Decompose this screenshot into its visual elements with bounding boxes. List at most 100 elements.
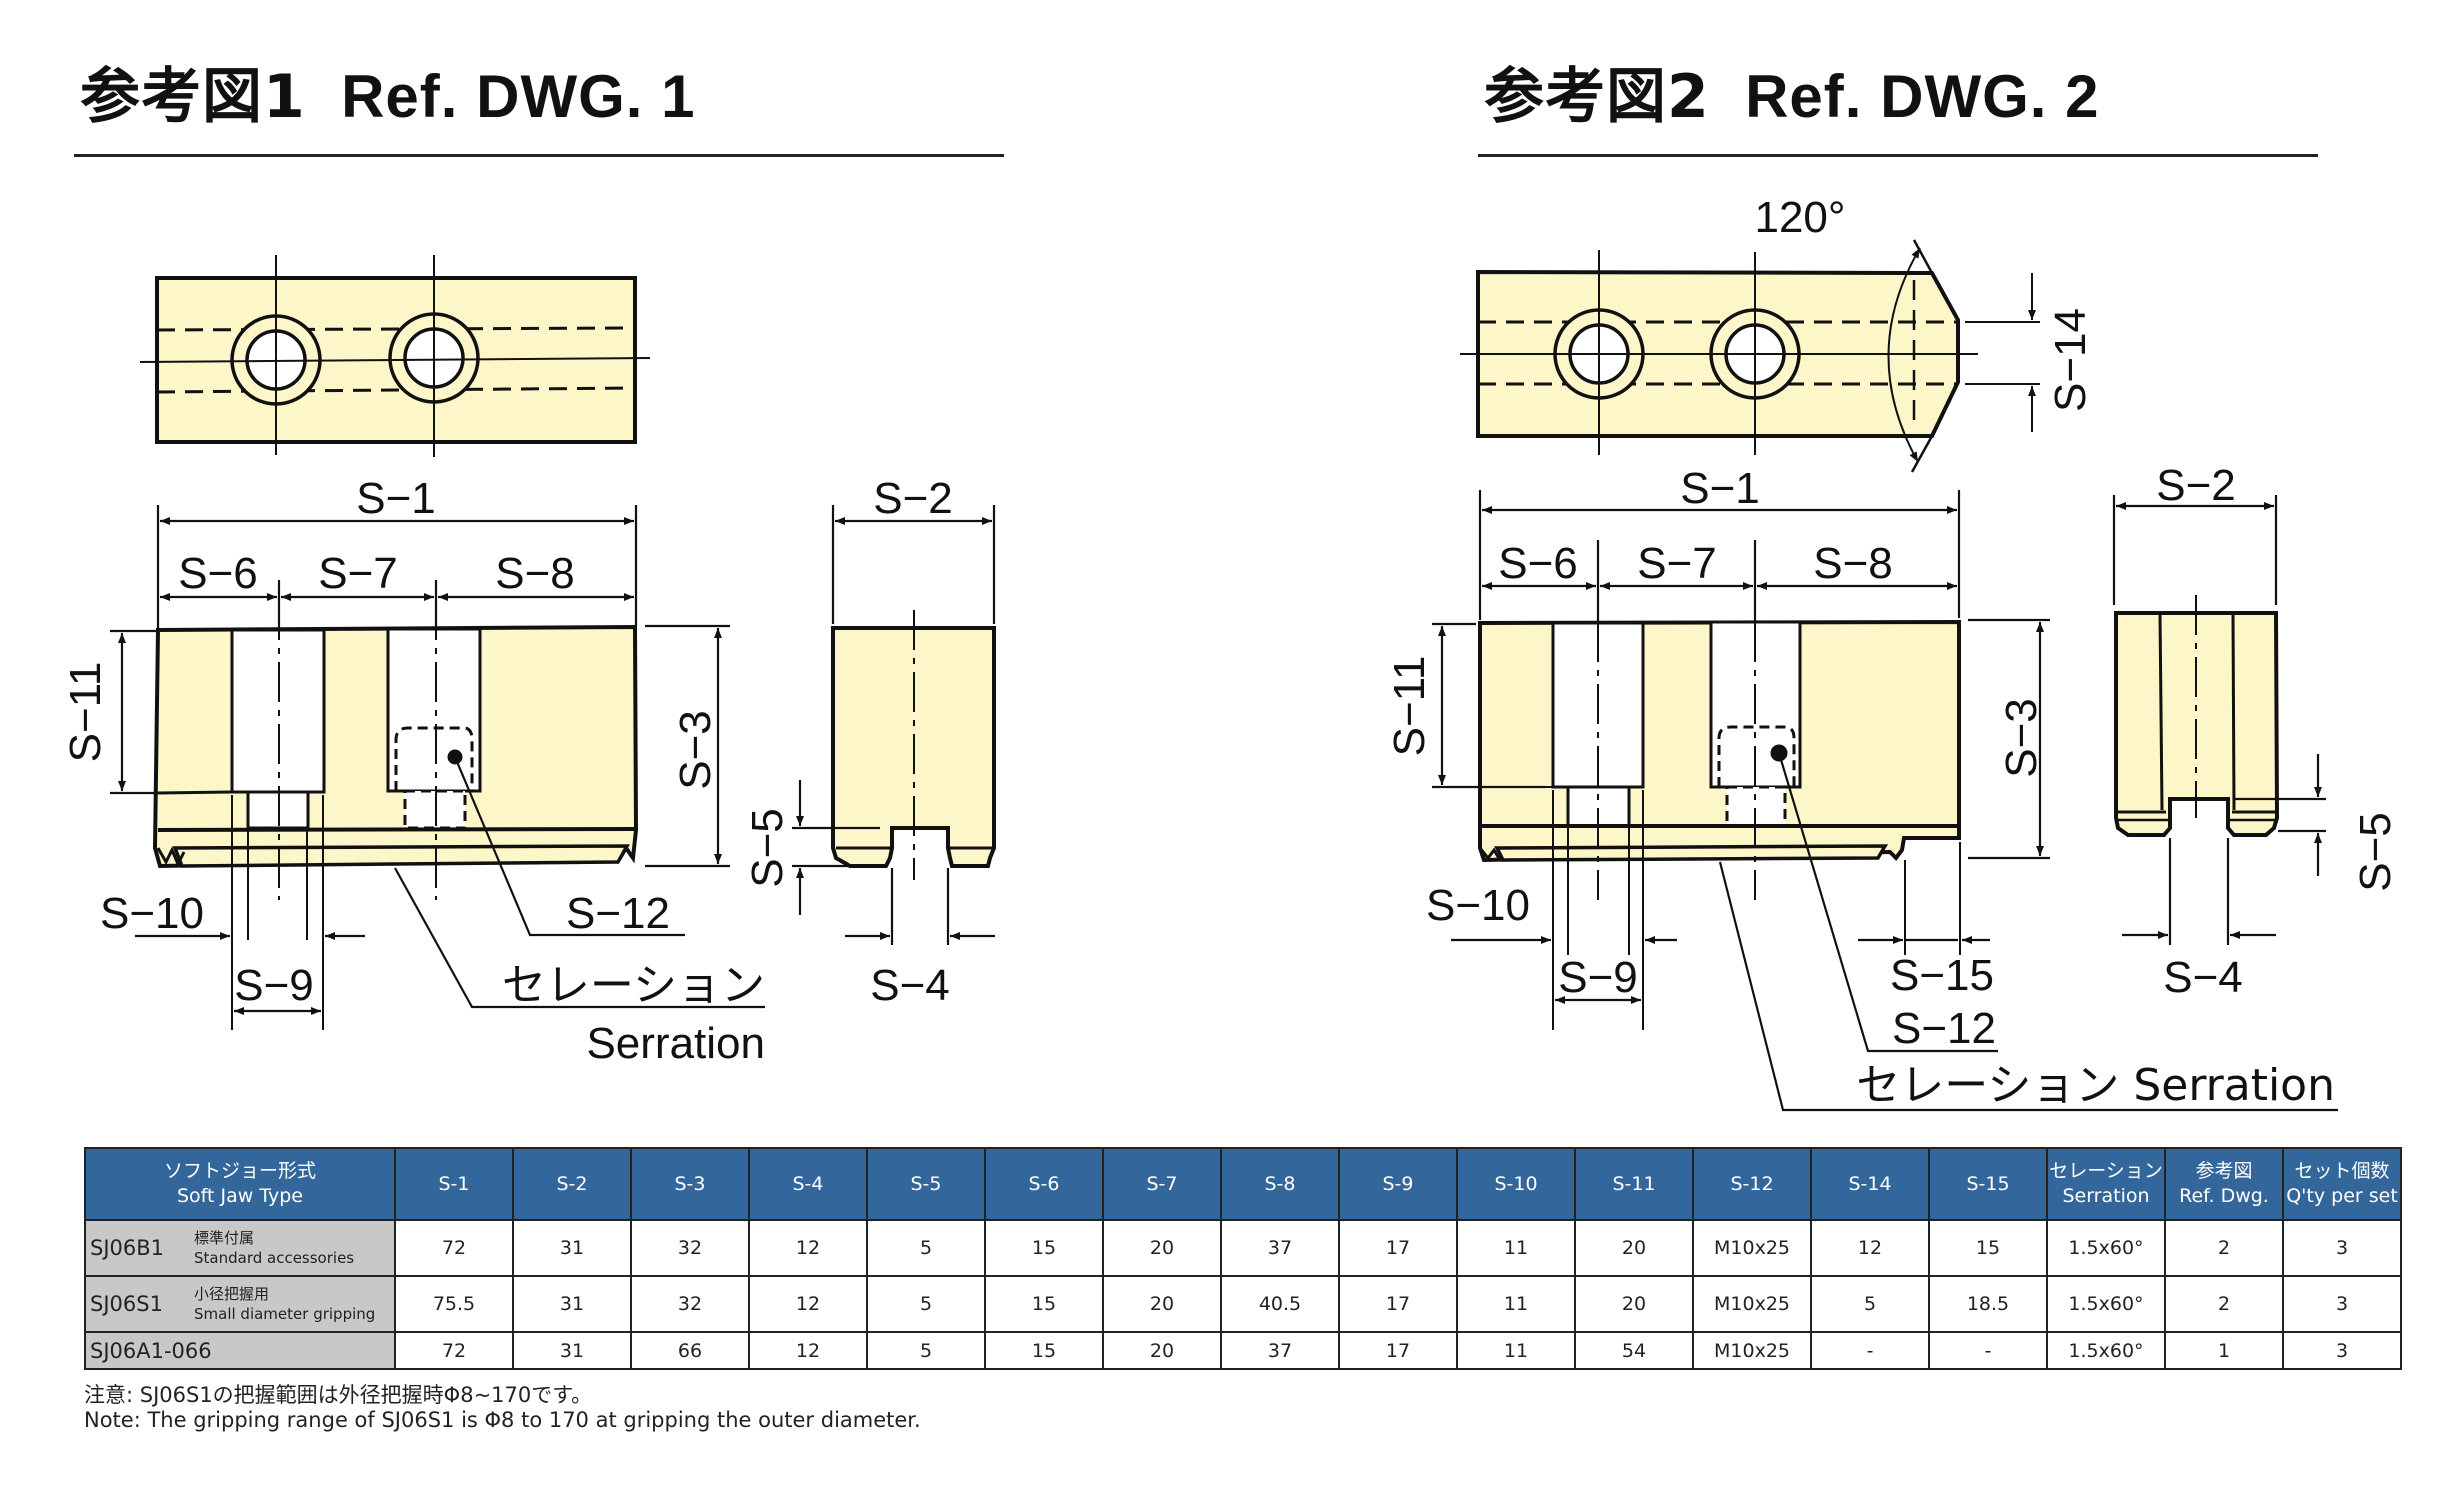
- drawing2-dimensions: [1432, 490, 2338, 1112]
- table-cell: 1.5x60°: [2046, 1275, 2166, 1333]
- cell-type: SJ06B1 標準付属 Standard accessories: [84, 1219, 396, 1277]
- table-cell: 66: [630, 1331, 750, 1370]
- drawing1-title-ja: 参考図1: [80, 62, 306, 132]
- table-cell: 5: [866, 1219, 986, 1277]
- table-cell: 1.5x60°: [2046, 1331, 2166, 1370]
- header-col: S-7: [1102, 1147, 1222, 1221]
- header-col: S-2: [512, 1147, 632, 1221]
- note-en: Note: The gripping range of SJ06S1 is Φ8…: [84, 1408, 921, 1432]
- type-desc-en: Standard accessories: [194, 1249, 355, 1267]
- label-s10: S−10: [1426, 881, 1530, 930]
- label-s6: S−6: [1498, 539, 1578, 588]
- type-desc-ja: 標準付属: [194, 1229, 255, 1247]
- table-cell: 1.5x60°: [2046, 1219, 2166, 1277]
- drawing1-top-view: [139, 255, 651, 457]
- table-cell: 15: [1928, 1219, 2048, 1277]
- table-cell: 31: [512, 1331, 632, 1370]
- table-cell: 20: [1102, 1331, 1222, 1370]
- label-s12: S−12: [566, 889, 670, 938]
- type-code: SJ06S1: [90, 1292, 163, 1316]
- drawing2-top-view: [1460, 239, 2040, 473]
- header-ref-dwg-ja: 参考図: [2195, 1160, 2253, 1182]
- table-cell: 40.5: [1220, 1275, 1340, 1333]
- table-cell: 18.5: [1928, 1275, 2048, 1333]
- label-s12: S−12: [1892, 1004, 1996, 1053]
- header-type-ja: ソフトジョー形式: [163, 1160, 316, 1182]
- table-cell: 37: [1220, 1219, 1340, 1277]
- label-s9: S−9: [1558, 953, 1638, 1002]
- label-s2: S−2: [873, 474, 953, 523]
- table-cell: 11: [1456, 1275, 1576, 1333]
- drawing1-labels: S−1 S−6 S−7 S−8 S−2 S−11 S−3 S−5 S−10 S−…: [61, 474, 953, 1068]
- drawing1-title-rule: [74, 154, 1004, 157]
- header-type-en: Soft Jaw Type: [177, 1185, 303, 1207]
- table-cell: -: [1810, 1331, 1930, 1370]
- type-code: SJ06B1: [90, 1236, 165, 1260]
- label-serration-ja: セレーション: [502, 960, 765, 1011]
- table-cell: 5: [1810, 1275, 1930, 1333]
- spec-table: ソフトジョー形式 Soft Jaw Type S-1 S-2 S-3 S-4 S…: [84, 1147, 2402, 1370]
- table-cell: 17: [1338, 1331, 1458, 1370]
- drawing2-front-view: [1478, 560, 1961, 1030]
- table-cell: 12: [748, 1275, 868, 1333]
- label-s9: S−9: [234, 961, 314, 1010]
- header-col: S-11: [1574, 1147, 1694, 1221]
- label-s2: S−2: [2156, 461, 2236, 510]
- header-ref-dwg: 参考図 Ref. Dwg.: [2164, 1147, 2284, 1221]
- table-cell: M10x25: [1692, 1219, 1812, 1277]
- table-cell: 5: [866, 1275, 986, 1333]
- drawing1-title-en: Ref. DWG. 1: [341, 63, 696, 130]
- label-s3: S−3: [1997, 698, 2046, 778]
- drawing2-title-ja: 参考図2: [1484, 62, 1710, 132]
- label-s1: S−1: [1680, 464, 1760, 513]
- table-cell: 75.5: [394, 1275, 514, 1333]
- header-col: S-9: [1338, 1147, 1458, 1221]
- header-col: S-15: [1928, 1147, 2048, 1221]
- header-col: S-5: [866, 1147, 986, 1221]
- table-cell: 3: [2282, 1275, 2402, 1333]
- table-cell: 32: [630, 1219, 750, 1277]
- table-cell: 32: [630, 1275, 750, 1333]
- header-qty-ja: セット個数: [2294, 1160, 2390, 1182]
- table-cell: 20: [1574, 1275, 1694, 1333]
- drawing1-front-view: [152, 600, 639, 1030]
- label-s1: S−1: [356, 474, 436, 523]
- label-s4: S−4: [2163, 953, 2243, 1002]
- drawing1-side-view: [792, 505, 996, 945]
- table-cell: M10x25: [1692, 1331, 1812, 1370]
- table-cell: 2: [2164, 1219, 2284, 1277]
- table-cell: 15: [984, 1331, 1104, 1370]
- label-serration-en: Serration: [586, 1019, 765, 1068]
- note-ja: 注意: SJ06S1の把握範囲は外径把握時Φ8~170です。: [84, 1383, 593, 1407]
- header-col: S-12: [1692, 1147, 1812, 1221]
- drawing2-title: 参考図2 Ref. DWG. 2: [1484, 48, 2099, 135]
- table-header-row: ソフトジョー形式 Soft Jaw Type S-1 S-2 S-3 S-4 S…: [84, 1147, 2402, 1221]
- table-cell: 12: [748, 1219, 868, 1277]
- label-s4: S−4: [870, 961, 950, 1010]
- header-col: S-10: [1456, 1147, 1576, 1221]
- header-col: S-1: [394, 1147, 514, 1221]
- drawing1-dimensions: [110, 505, 765, 1015]
- label-s5: S−5: [743, 808, 792, 888]
- type-desc: 標準付属 Standard accessories: [194, 1228, 354, 1268]
- drawing2-side-view: [2112, 495, 2326, 945]
- table-cell: M10x25: [1692, 1275, 1812, 1333]
- table-cell: 31: [512, 1275, 632, 1333]
- table-cell: 31: [512, 1219, 632, 1277]
- table-cell: 3: [2282, 1331, 2402, 1370]
- header-col: S-6: [984, 1147, 1104, 1221]
- table-cell: 11: [1456, 1331, 1576, 1370]
- header-col: S-8: [1220, 1147, 1340, 1221]
- label-s10: S−10: [100, 889, 204, 938]
- table-cell: 72: [394, 1331, 514, 1370]
- table-cell: 15: [984, 1219, 1104, 1277]
- label-s7: S−7: [318, 549, 398, 598]
- label-s11: S−11: [1385, 656, 1434, 757]
- table-cell: 17: [1338, 1219, 1458, 1277]
- table-cell: 20: [1102, 1219, 1222, 1277]
- label-s8: S−8: [495, 549, 575, 598]
